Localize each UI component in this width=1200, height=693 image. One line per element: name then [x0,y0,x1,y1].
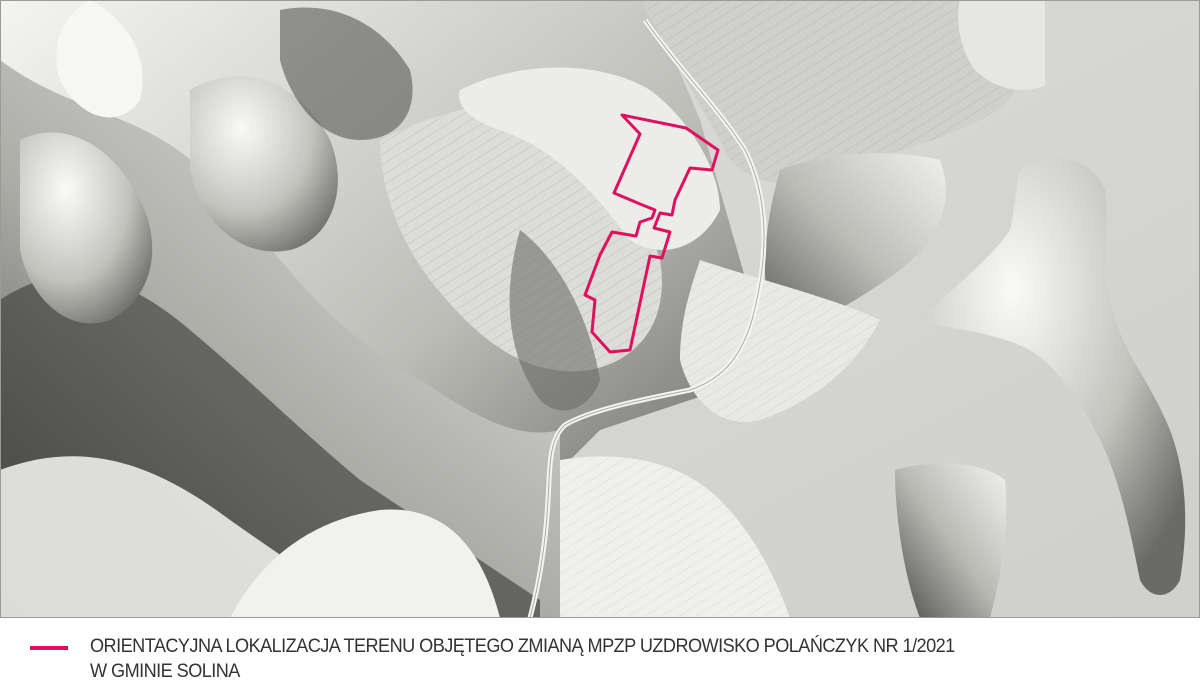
hilltop-3 [56,0,143,118]
slope-northeast [459,67,720,250]
hilltop-1 [20,132,153,324]
peninsula-east-2-texture [680,260,880,422]
shadow-north [280,7,413,140]
island-east [920,158,1186,596]
legend-label: ORIENTACYJNA LOKALIZACJA TERENU OBJĘTEGO… [90,634,1113,684]
map-legend: ORIENTACYJNA LOKALIZACJA TERENU OBJĘTEGO… [0,618,1200,693]
legend-label-line-2: W GMINIE SOLINA [90,660,240,682]
hilltop-2 [190,76,338,252]
hillshade-map[interactable] [0,0,1200,618]
terrain-north-texture [640,0,1040,183]
ridge-south-2 [230,509,500,618]
boundary-line-swatch [30,646,68,650]
ridge-south-central-texture [560,456,790,618]
peninsula-east-1 [765,153,946,340]
island-southeast [895,463,1007,618]
main-road-edge [529,19,765,618]
legend-label-line-1: ORIENTACYJNA LOKALIZACJA TERENU OBJĘTEGO… [90,635,955,657]
gully [509,230,600,411]
planning-area-boundary[interactable] [583,113,720,354]
hill-north-east [958,0,1045,90]
map-canvas [0,0,1200,618]
